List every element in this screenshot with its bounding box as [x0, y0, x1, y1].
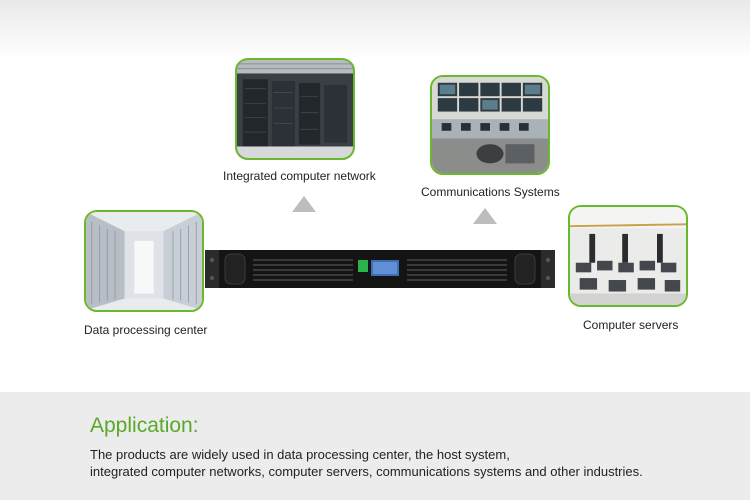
up-arrow-icon: [473, 208, 497, 224]
up-arrow-icon: [292, 196, 316, 212]
application-description-line-1: The products are widely used in data pro…: [90, 447, 510, 462]
caption-computer-servers: Computer servers: [583, 318, 679, 332]
application-title: Application:: [90, 414, 199, 437]
photo-communications: [430, 75, 550, 175]
photo-computer-servers: [568, 205, 688, 307]
photo-data-center: [84, 210, 204, 312]
rack-ups-device: [205, 250, 555, 288]
photo-integrated-network: [235, 58, 355, 160]
application-description: The products are widely used in data pro…: [90, 446, 730, 480]
caption-data-center: Data processing center: [84, 323, 208, 337]
application-description-line-2: integrated computer networks, computer s…: [90, 464, 643, 479]
application-band: [0, 392, 750, 500]
top-gradient: [0, 0, 750, 60]
caption-integrated-network: Integrated computer network: [223, 169, 376, 183]
caption-communications: Communications Systems: [421, 185, 560, 199]
